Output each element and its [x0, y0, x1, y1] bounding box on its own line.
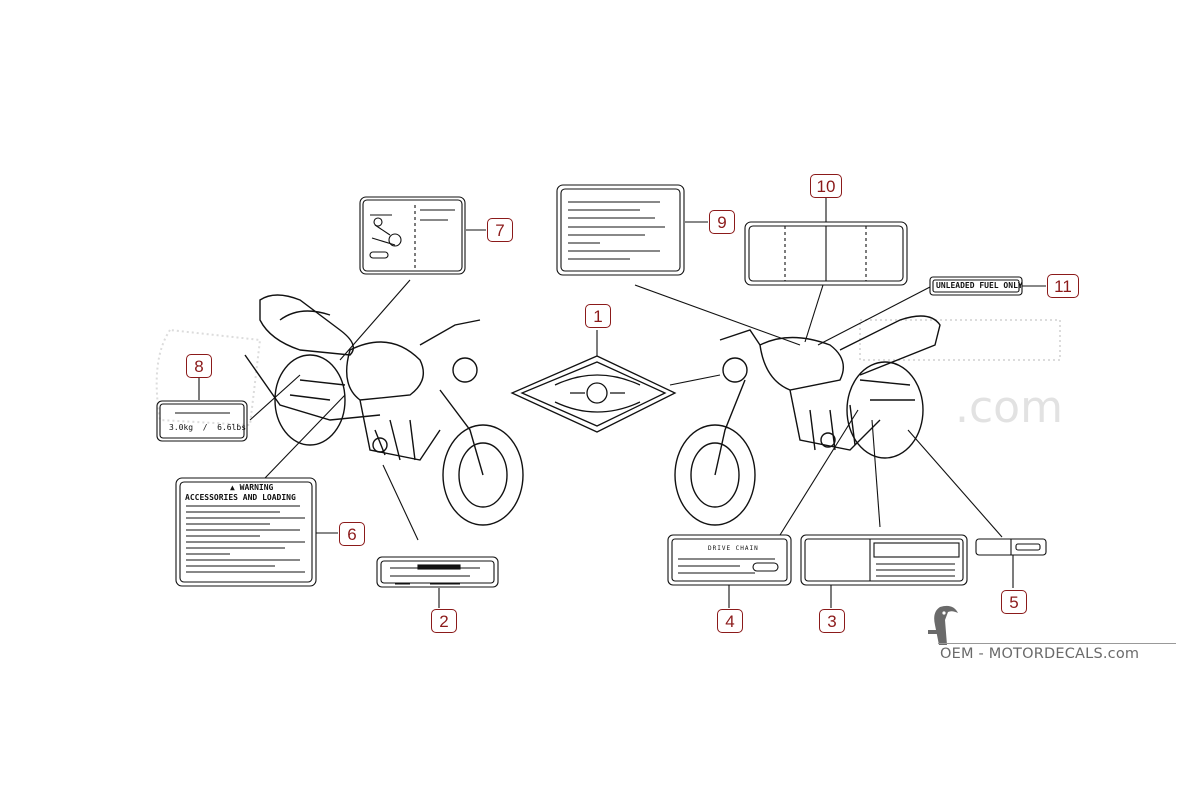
callout-11: 11: [1047, 274, 1079, 298]
watermark-text: .com: [955, 382, 1063, 433]
decal-8: [156, 400, 248, 442]
callout-5: 5: [1001, 590, 1027, 614]
weight-label: 3.0kg / 6.6lbs: [169, 423, 247, 432]
drive-chain-label: DRIVE CHAIN: [708, 545, 759, 552]
decal-3: [800, 534, 968, 586]
warning-subtitle: ACCESSORIES AND LOADING: [185, 493, 296, 502]
right-motorcycle-illustration: [674, 315, 941, 526]
watermark: [155, 319, 1061, 427]
callout-7: 7: [487, 218, 513, 242]
brand-bird-icon: [928, 605, 958, 645]
left-motorcycle-illustration: [244, 294, 524, 526]
brand-divider: [938, 643, 1176, 644]
decal-1: [510, 355, 677, 433]
decal-9: [556, 184, 685, 276]
decal-7: [359, 196, 466, 275]
callout-8: 8: [186, 354, 212, 378]
callout-6: 6: [339, 522, 365, 546]
leader-lines: [198, 198, 1046, 608]
callout-1: 1: [585, 304, 611, 328]
warning-title: ▲ WARNING: [230, 483, 273, 492]
warning-triangle-icon: ▲: [230, 483, 235, 492]
brand-text: OEM - MOTORDECALS.com: [940, 646, 1140, 662]
callout-2: 2: [431, 609, 457, 633]
callout-4: 4: [717, 609, 743, 633]
callout-3: 3: [819, 609, 845, 633]
callout-10: 10: [810, 174, 842, 198]
callout-9: 9: [709, 210, 735, 234]
decal-6: [175, 477, 317, 587]
warning-title-text: WARNING: [239, 483, 274, 492]
decal-4: [667, 534, 792, 586]
decal-5: [975, 538, 1047, 556]
decal-11: [929, 276, 1023, 296]
decal-2: [376, 556, 499, 588]
decal-10: [744, 221, 908, 286]
unleaded-fuel-label: UNLEADED FUEL ONLY: [936, 281, 1023, 290]
